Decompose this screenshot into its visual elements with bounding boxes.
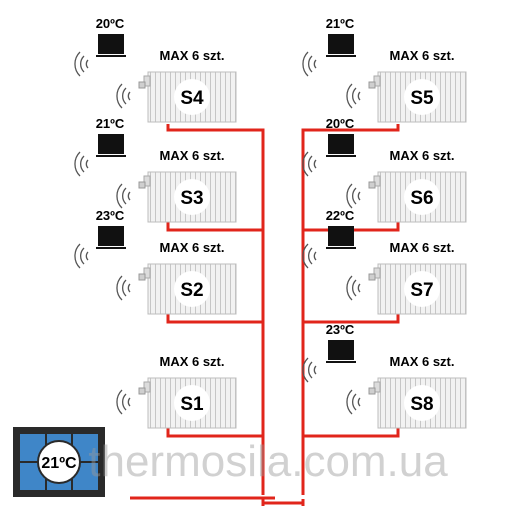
wireless-signal-icon [346, 275, 361, 301]
wireless-signal-icon [302, 51, 317, 77]
room-thermostat-icon [326, 34, 356, 57]
zone-label: S3 [180, 188, 203, 209]
room-thermostat-icon [326, 340, 356, 363]
zone-s1: MAX 6 szt. S1 [116, 354, 237, 429]
zone-temp: 20ºC [96, 16, 125, 31]
zone-s8: MAX 6 szt. S8 23ºC [302, 322, 467, 429]
room-thermostat-icon [326, 226, 356, 249]
zone-s5: MAX 6 szt. S5 21ºC [302, 16, 467, 123]
zone-max-label: MAX 6 szt. [389, 148, 454, 163]
wireless-signal-icon [116, 83, 131, 109]
zone-temp: 23ºC [96, 208, 125, 223]
wireless-signal-icon [74, 51, 89, 77]
master-controller-icon: 21ºC [13, 427, 105, 497]
zone-s4: MAX 6 szt. S4 20ºC [74, 16, 237, 123]
zone-label: S5 [410, 88, 434, 109]
radiator-icon: S5 [368, 71, 467, 123]
zone-temp: 20ºC [326, 116, 355, 131]
radiator-icon: S4 [138, 71, 237, 123]
zone-max-label: MAX 6 szt. [159, 48, 224, 63]
zone-label: S6 [410, 188, 433, 209]
zone-s2: MAX 6 szt. S2 23ºC [74, 208, 237, 315]
zone-temp: 22ºC [326, 208, 355, 223]
zone-label: S4 [180, 88, 204, 109]
zone-s7: MAX 6 szt. S7 22ºC [302, 208, 467, 315]
wireless-signal-icon [302, 357, 317, 383]
radiator-icon: S2 [138, 263, 237, 315]
watermark: thermosila.com.ua [88, 437, 448, 486]
wireless-signal-icon [302, 151, 317, 177]
zone-label: S1 [180, 394, 204, 415]
room-thermostat-icon [96, 226, 126, 249]
zone-s3: MAX 6 szt. S3 21ºC [74, 116, 237, 223]
room-thermostat-icon [326, 134, 356, 157]
wireless-signal-icon [116, 275, 131, 301]
controller-temp: 21ºC [41, 455, 77, 472]
radiator-icon: S3 [138, 171, 237, 223]
zone-temp: 21ºC [326, 16, 355, 31]
room-thermostat-icon [96, 134, 126, 157]
zone-max-label: MAX 6 szt. [389, 240, 454, 255]
zone-max-label: MAX 6 szt. [159, 148, 224, 163]
wireless-signal-icon [116, 389, 131, 415]
zone-max-label: MAX 6 szt. [389, 48, 454, 63]
radiator-icon: S7 [368, 263, 467, 315]
wireless-signal-icon [74, 243, 89, 269]
wireless-signal-icon [346, 389, 361, 415]
zone-label: S2 [180, 280, 203, 301]
wireless-signal-icon [302, 243, 317, 269]
radiator-icon: S6 [368, 171, 467, 223]
wireless-signal-icon [74, 151, 89, 177]
radiator-icon: S1 [138, 377, 237, 429]
wireless-signal-icon [346, 83, 361, 109]
zone-s6: MAX 6 szt. S6 20ºC [302, 116, 467, 223]
wireless-signal-icon [116, 183, 131, 209]
radiator-icon: S8 [368, 377, 467, 429]
room-thermostat-icon [96, 34, 126, 57]
zone-label: S7 [410, 280, 433, 301]
wireless-signal-icon [346, 183, 361, 209]
zone-max-label: MAX 6 szt. [159, 354, 224, 369]
zone-max-label: MAX 6 szt. [159, 240, 224, 255]
zone-max-label: MAX 6 szt. [389, 354, 454, 369]
zone-temp: 23ºC [326, 322, 355, 337]
zone-label: S8 [410, 394, 433, 415]
zone-temp: 21ºC [96, 116, 125, 131]
